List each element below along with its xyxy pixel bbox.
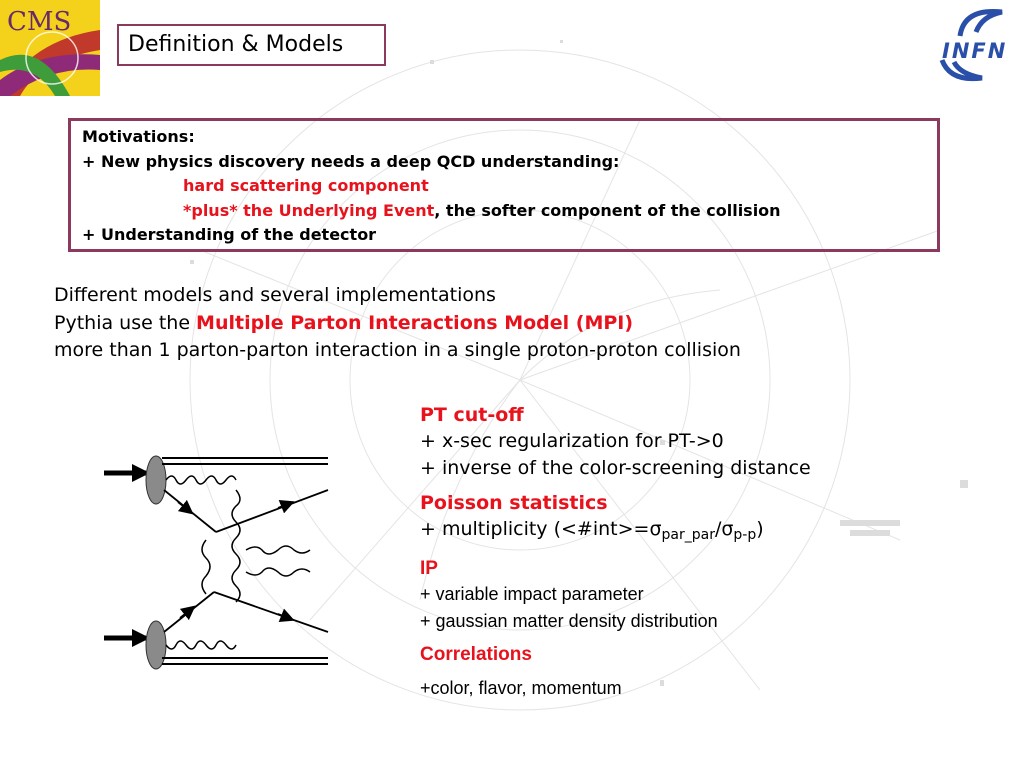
intro-line-2: Pythia use the Multiple Parton Interacti… (54, 310, 934, 338)
infn-logo: INFN (939, 9, 1007, 82)
ip-item-2: + gaussian matter density distribution (420, 611, 718, 631)
sigma-sub-par: par_par (661, 527, 715, 543)
sigma-sub-pp: p-p (733, 527, 757, 543)
pt-cutoff-item-2: + inverse of the color-screening distanc… (420, 457, 811, 479)
poisson-multiplicity: + multiplicity (<#int>=σpar_par/σp-p) (420, 516, 940, 549)
poisson-heading: Poisson statistics (420, 492, 608, 514)
motivations-box: Motivations: + New physics discovery nee… (68, 118, 940, 252)
correlations-item: +color, flavor, momentum (420, 678, 622, 698)
infn-logo-text: INFN (942, 39, 1007, 63)
motivation-underlying-event: *plus* the Underlying Event, the softer … (82, 199, 937, 224)
intro-line-3: more than 1 parton-parton interaction in… (54, 339, 741, 361)
mpi-feynman-diagram (104, 455, 329, 670)
pt-cutoff-heading: PT cut-off (420, 404, 524, 426)
intro-line-1: Different models and several implementat… (54, 284, 496, 306)
intro-paragraph: Different models and several implementat… (54, 282, 934, 365)
incoming-proton-top (104, 464, 150, 482)
slide-title: Definition & Models (117, 24, 386, 66)
cms-logo: CMS (0, 0, 100, 96)
pt-cutoff-item-1: + x-sec regularization for PT->0 (420, 430, 724, 452)
sigma-symbol-2: σ (721, 518, 734, 540)
mpi-features-list: PT cut-off + x-sec regularization for PT… (420, 402, 940, 702)
sigma-symbol: σ (649, 518, 662, 540)
poisson-prefix: + multiplicity (<#int>= (420, 518, 650, 540)
underlying-event-desc: , the softer component of the collision (434, 200, 781, 220)
intro-line-2-prefix: Pythia use the (54, 311, 197, 334)
ip-item-1: + variable impact parameter (420, 584, 644, 604)
underlying-event-label: *plus* the Underlying Event (183, 200, 435, 220)
ratio-slash: / (714, 518, 722, 540)
cms-logo-text: CMS (7, 7, 71, 37)
motivation-detector: + Understanding of the detector (82, 225, 377, 244)
incoming-proton-bottom (104, 629, 150, 647)
motivation-hard-scattering: hard scattering component (183, 176, 429, 195)
correlations-heading: Correlations (420, 644, 532, 665)
ip-heading: IP (420, 558, 438, 579)
mpi-model-label: Multiple Parton Interactions Model (MPI) (196, 311, 634, 334)
proton-blob-bottom (145, 620, 167, 670)
motivation-qcd: + New physics discovery needs a deep QCD… (82, 151, 620, 171)
close-paren: ) (756, 518, 764, 540)
motivations-heading: Motivations: (82, 127, 195, 146)
